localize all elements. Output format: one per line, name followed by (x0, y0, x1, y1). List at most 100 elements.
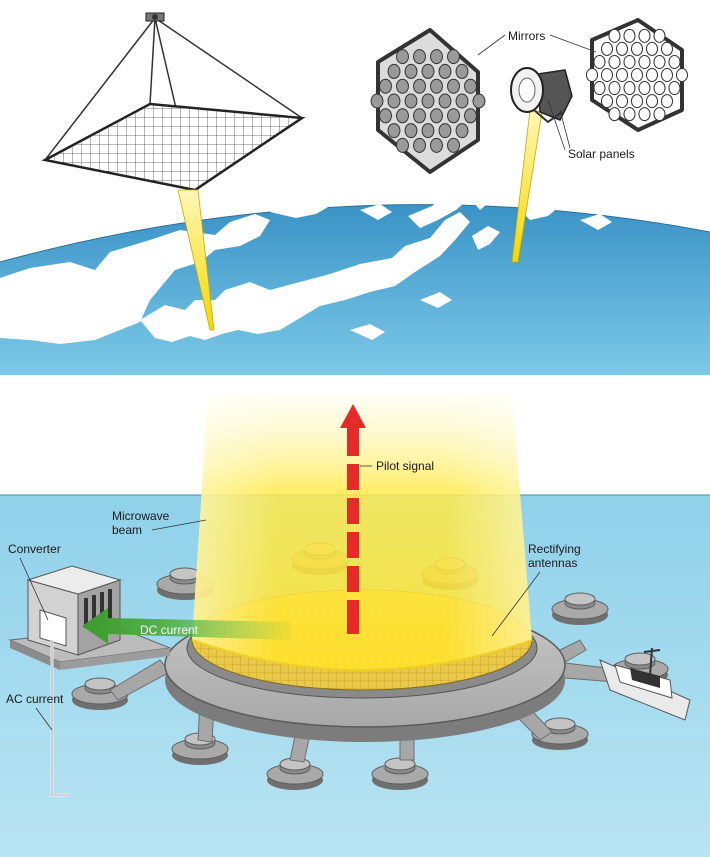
mirror-cell (438, 63, 452, 79)
mirror-cell (600, 68, 614, 82)
mirror-cell (645, 41, 659, 56)
mirror-cell (421, 63, 435, 79)
converter-callout: Converter (8, 542, 61, 621)
mirror-cell (413, 108, 426, 124)
mirror-cell (438, 93, 452, 109)
microwave-beam-callout: Microwave beam (112, 509, 207, 537)
mirror-cell (430, 108, 443, 124)
mirror-cell (447, 137, 460, 153)
mirror-cell (387, 123, 401, 139)
buoy-pod (371, 757, 429, 790)
ac-current-callout: AC current (6, 692, 64, 731)
mirror-cell (472, 93, 486, 109)
dc-current-label: DC current (140, 623, 199, 637)
mirror-cell (455, 123, 469, 139)
mirror-cell (404, 93, 418, 109)
mirrors-callout: Mirrors (477, 29, 597, 56)
mirror-cell (608, 28, 621, 43)
mirror-cell (653, 107, 666, 122)
mirror-cell (396, 108, 409, 124)
mirror-cell (404, 63, 418, 79)
mirror-cell (421, 123, 435, 139)
mirror-cell (379, 78, 392, 94)
converter-label: Converter (8, 542, 61, 556)
mirror-cell (421, 93, 435, 109)
mirror-cell (660, 94, 674, 109)
microwave-beam (191, 395, 533, 671)
mirror-cell (623, 81, 636, 96)
mirror-cell (447, 78, 460, 94)
solar-panels-label: Solar panels (568, 147, 635, 161)
mirror-cell (455, 93, 469, 109)
mirror-cell (430, 49, 443, 65)
rectifying-label-2: antennas (528, 556, 577, 570)
mirror-cell (413, 78, 426, 94)
ship (599, 647, 691, 721)
mirror-cell (623, 28, 636, 43)
mirror-cell (413, 49, 426, 65)
solar-panel-satellite (41, 12, 306, 331)
mirror-cell (645, 68, 659, 82)
mirror-cell (396, 78, 409, 94)
mirror-cell (653, 54, 666, 69)
pilot-signal-arrow (340, 404, 366, 634)
mirror-cell (615, 68, 629, 82)
mirror-cell (387, 63, 401, 79)
mirror-cell (600, 41, 614, 56)
mirror-cell (430, 78, 443, 94)
solar-panels-callout: Solar panels (547, 99, 635, 161)
mirrors-label: Mirrors (508, 29, 545, 43)
mirror-cell (404, 123, 418, 139)
mirror-cell (593, 81, 606, 96)
microwave-beam-label-2: beam (112, 523, 142, 537)
mirror-cell (653, 81, 666, 96)
mirror-cell (430, 137, 443, 153)
mirror-cell (464, 108, 477, 124)
mirror-cell (464, 78, 477, 94)
mirror-cell (638, 81, 651, 96)
mirror-cell (379, 108, 392, 124)
mirror-cell (608, 54, 621, 69)
mirror-array-left (370, 28, 486, 174)
mirror-cell (623, 54, 636, 69)
mirror-array-right (585, 18, 689, 132)
mirror-cell (638, 107, 651, 122)
mirror-cell (630, 68, 644, 82)
mirror-cell (668, 54, 681, 69)
mirror-cell (608, 107, 621, 122)
mirror-cell (675, 68, 689, 82)
pilot-signal-label: Pilot signal (376, 459, 434, 473)
satellite-hub-icon (145, 12, 165, 22)
satellite-body (510, 67, 573, 263)
mirror-cell (660, 41, 674, 56)
buoy-pod (551, 592, 609, 625)
mirror-cell (447, 108, 460, 124)
mirror-cell (370, 93, 384, 109)
mirror-cell (668, 81, 681, 96)
mirror-cell (455, 63, 469, 79)
mirror-cell (645, 94, 659, 109)
mirror-cell (615, 94, 629, 109)
mirror-cell (615, 41, 629, 56)
ac-current-label: AC current (6, 692, 64, 706)
mirror-cell (608, 81, 621, 96)
satellite-beam-1 (177, 189, 215, 331)
mirror-cell (638, 54, 651, 69)
rectifying-label-1: Rectifying (528, 542, 581, 556)
mirror-cell (396, 137, 409, 153)
buoy-pod (266, 757, 324, 790)
mirror-cells-right (585, 28, 689, 122)
pilot-signal-callout: Pilot signal (360, 459, 434, 473)
mirror-cell (630, 94, 644, 109)
dc-current-arrow: DC current (82, 608, 290, 644)
converter-box (39, 609, 67, 647)
mirror-cell (413, 137, 426, 153)
mirror-cell (623, 107, 636, 122)
mirror-cell (396, 49, 409, 65)
mirror-cell (600, 94, 614, 109)
microwave-beam-label-1: Microwave (112, 509, 170, 523)
mirror-cell (438, 123, 452, 139)
mirror-cell (447, 49, 460, 65)
